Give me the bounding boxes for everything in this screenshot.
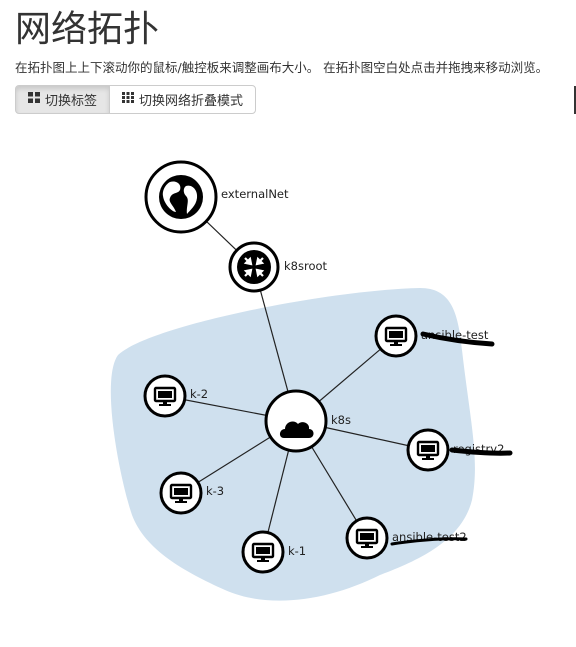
node-k8sroot[interactable]: k8sroot	[228, 241, 328, 293]
grid-icon	[28, 92, 40, 107]
globe-icon	[159, 175, 203, 219]
toolbar: 切换标签 切换网络折叠模式	[15, 85, 257, 114]
node-ansible-test[interactable]: ansible-test	[374, 314, 495, 358]
scroll-edge	[574, 86, 576, 114]
cloud-icon	[279, 421, 314, 438]
node-k-3[interactable]: k-3	[159, 471, 224, 515]
node-label: externalNet	[221, 187, 289, 201]
redaction-mark	[449, 447, 513, 456]
redaction-mark	[420, 331, 495, 347]
toggle-labels-label: 切换标签	[45, 94, 98, 109]
toggle-collapse-button[interactable]: 切换网络折叠模式	[109, 85, 257, 114]
node-k-1[interactable]: k-1	[241, 530, 306, 574]
node-registry2[interactable]: registry2	[406, 428, 513, 472]
node-label: k8s	[331, 413, 351, 427]
node-externalNet[interactable]: externalNet	[144, 160, 289, 234]
redaction-mark	[390, 537, 468, 546]
node-label: k-1	[288, 544, 306, 558]
node-label: k8sroot	[284, 259, 328, 273]
topology-canvas[interactable]: externalNet k8sroot k8s k-2 k-	[0, 120, 576, 647]
toggle-labels-button[interactable]: 切换标签	[15, 85, 111, 114]
toggle-collapse-label: 切换网络折叠模式	[139, 94, 244, 109]
node-label: k-2	[190, 387, 208, 401]
node-label: k-3	[206, 484, 224, 498]
node-k-2[interactable]: k-2	[143, 374, 208, 418]
grid-small-icon	[122, 92, 135, 107]
node-k8s[interactable]: k8s	[264, 389, 351, 453]
page-title: 网络拓扑	[15, 9, 160, 50]
node-ansible-test2[interactable]: ansible-test2	[345, 516, 468, 560]
help-text: 在拓扑图上上下滚动你的鼠标/触控板来调整画布大小。 在拓扑图空白处点击并拖拽来移…	[15, 60, 549, 75]
router-icon	[237, 250, 271, 284]
